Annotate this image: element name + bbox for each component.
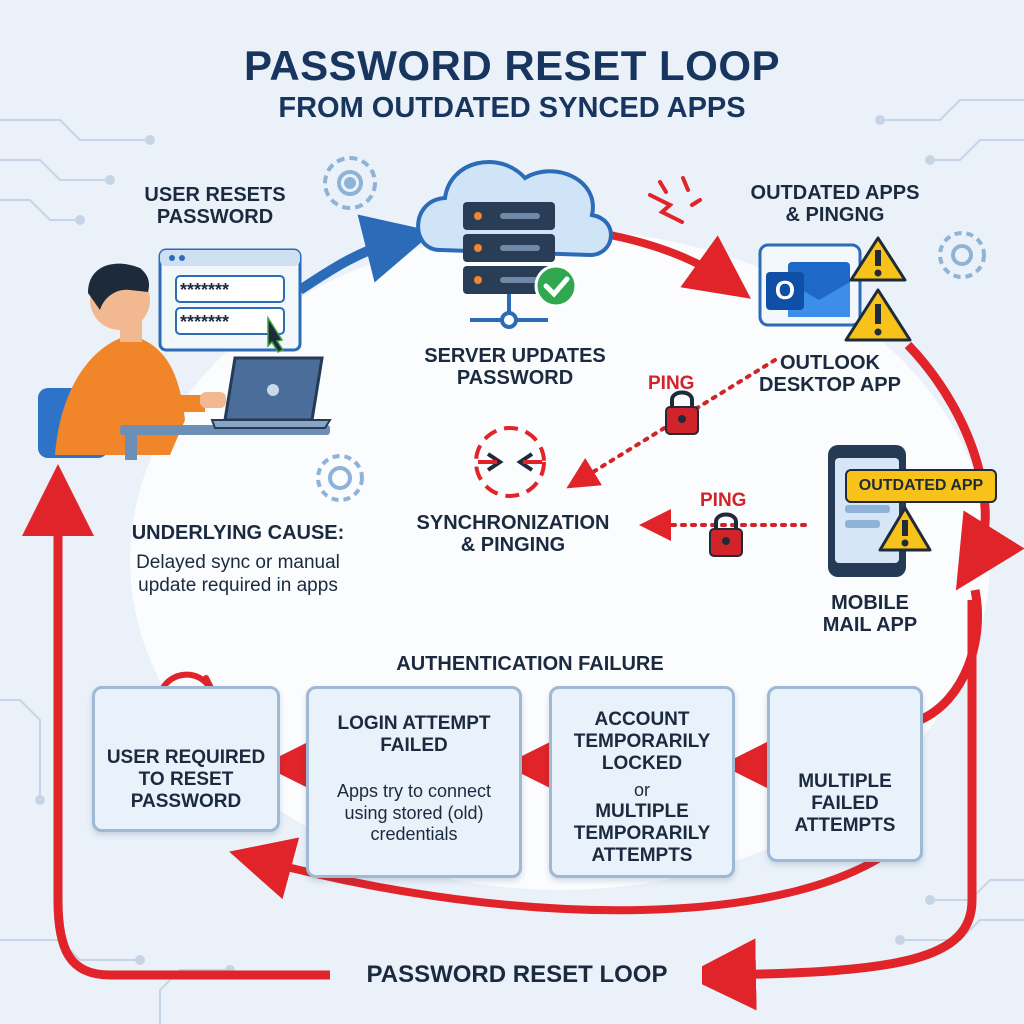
gear-icon-right (938, 231, 986, 279)
outlook-logo-letter: O (774, 275, 796, 305)
password-mask-2: ******* (180, 312, 230, 332)
loop-arrow-bottom (684, 600, 977, 1011)
lock-icon-2 (709, 512, 743, 557)
outlook-app-label: OUTLOOK DESKTOP APP (759, 352, 901, 397)
box-login-failed: LOGIN ATTEMPT FAILED Apps try to connect… (306, 686, 522, 878)
user-to-server-arrow (297, 214, 434, 295)
server-updates-label: SERVER UPDATES PASSWORD (424, 345, 606, 390)
password-window (158, 248, 302, 353)
box-login-failed-desc: Apps try to connect using stored (old) c… (336, 781, 492, 845)
check-icon (534, 264, 578, 308)
outdated-app-badge: OUTDATED APP (845, 469, 997, 503)
gear-icon-left (316, 454, 364, 502)
inner-loop-arrow (229, 836, 908, 915)
sync-broken-icon (474, 426, 546, 498)
loop-arrow-left (22, 464, 330, 980)
user-figure (38, 263, 330, 460)
ping-label-1: PING (648, 373, 695, 394)
circuit-decoration (0, 99, 1024, 1024)
broken-link-icon (648, 176, 702, 224)
warning-icon-3 (878, 506, 932, 552)
box-multiple-failed: MULTIPLE FAILED ATTEMPTS (767, 686, 923, 862)
ping-label-2: PING (700, 490, 747, 511)
auth-failure-label: AUTHENTICATION FAILURE (396, 653, 664, 675)
box-reset-required-text: USER REQUIRED TO RESET PASSWORD (106, 747, 266, 812)
box-locked-multiple: MULTIPLE TEMPORARILY ATTEMPTS (573, 801, 711, 866)
outlook-icon (758, 243, 862, 327)
box-account-locked: ACCOUNT TEMPORARILY LOCKED or MULTIPLE T… (549, 686, 735, 878)
lock-icon-1 (665, 390, 699, 435)
box-locked-title: ACCOUNT TEMPORARILY LOCKED (573, 709, 711, 774)
laptop-icon (210, 356, 332, 429)
box-login-failed-title: LOGIN ATTEMPT FAILED (337, 713, 491, 756)
gear-icon-top (323, 156, 377, 210)
outdated-apps-label: OUTDATED APPS & PINGNG (750, 182, 920, 227)
loop-label: PASSWORD RESET LOOP (332, 961, 702, 989)
underlying-cause-title: UNDERLYING CAUSE: (131, 522, 345, 544)
cursor-icon (267, 315, 285, 353)
box-reset-required: USER REQUIRED TO RESET PASSWORD (92, 686, 280, 832)
box-locked-or: or (633, 780, 650, 800)
sync-pinging-label: SYNCHRONIZATION & PINGING (416, 512, 610, 557)
page-title: PASSWORD RESET LOOP (243, 42, 781, 89)
warning-icon-2 (844, 288, 912, 342)
warning-icon-1 (849, 236, 907, 282)
box-multiple-failed-text: MULTIPLE FAILED ATTEMPTS (794, 771, 896, 836)
server-icon (416, 160, 613, 329)
password-mask-1: ******* (180, 280, 230, 300)
user-resets-label: USER RESETS PASSWORD (144, 184, 286, 229)
page-subtitle: FROM OUTDATED SYNCED APPS (278, 92, 746, 124)
phone-icon (828, 445, 906, 577)
server-to-outlook-arrow (609, 231, 751, 299)
loop-arrow-right (904, 341, 1024, 591)
underlying-cause-desc: Delayed sync or manual update required i… (136, 552, 340, 596)
mobile-app-label: MOBILE MAIL APP (822, 592, 918, 637)
